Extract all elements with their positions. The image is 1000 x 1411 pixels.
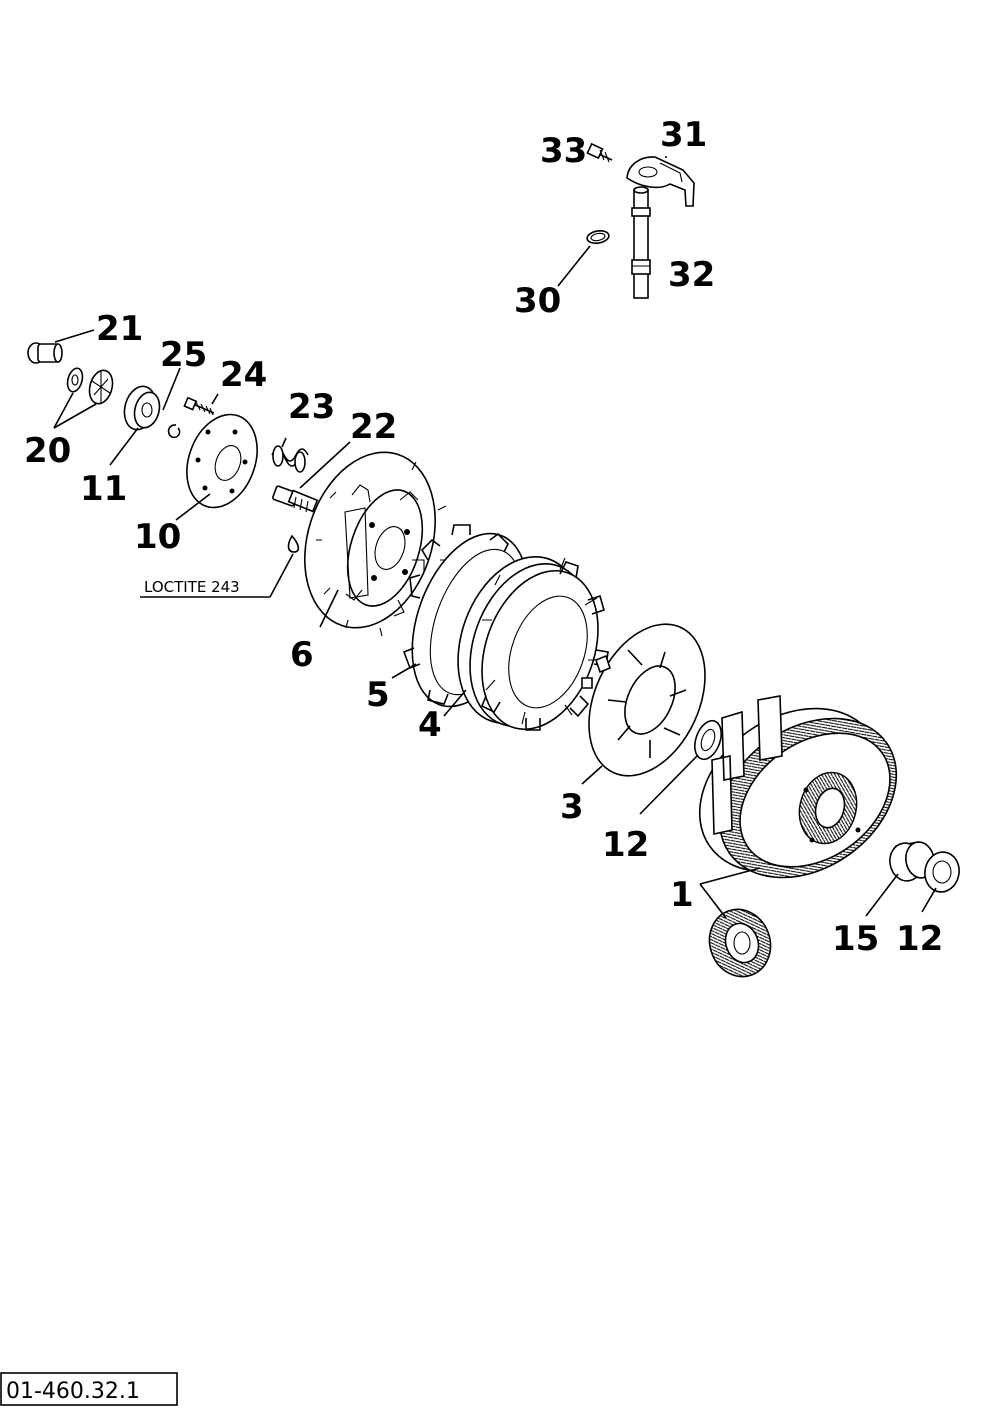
callout-22: 22 [350,407,397,447]
reference-code-box: 01-460.32.1 [0,1372,178,1406]
callout-33: 33 [540,131,587,171]
part-1-clutch-basket [698,695,898,879]
part-1-small-gear [708,908,772,978]
part-24-screw [183,396,215,416]
part-12-thrust-washer-a [694,719,722,761]
callout-15: 15 [832,919,879,959]
part-3-pressure-plate [581,623,706,777]
callout-4: 4 [418,705,442,745]
reference-code: 01-460.32.1 [6,1379,140,1404]
part-30-o-ring [586,229,610,245]
callout-12b: 12 [896,919,943,959]
part-25-circlip [167,424,181,439]
part-22-bolt [272,485,319,513]
part-31-release-lever [626,156,695,207]
part-12-thrust-washer-b [924,851,960,893]
leader-lines [53,156,937,919]
callout-1: 1 [670,875,694,915]
callout-12a: 12 [602,825,649,865]
callout-32: 32 [668,255,715,295]
callout-3: 3 [560,787,584,827]
callout-31: 31 [660,115,707,155]
part-4-clutch-pack [457,555,609,731]
callout-20: 20 [24,431,71,471]
callout-5: 5 [366,675,390,715]
callout-11: 11 [80,469,127,509]
callout-24: 24 [220,355,267,395]
part-11-pressure-cap [123,385,161,431]
callout-30: 30 [514,281,561,321]
part-20-washers [66,367,114,405]
part-32-release-shaft [631,186,651,299]
callout-25: 25 [160,335,207,375]
callout-10: 10 [134,517,181,557]
loctite-note: LOCTITE 243 [144,578,240,596]
part-21-bolt [27,342,63,364]
callout-23: 23 [288,387,335,427]
callout-6: 6 [290,635,314,675]
callout-labels: 33 31 32 30 21 25 24 23 22 20 11 10 LOCT… [24,115,943,959]
part-33-screw [586,142,613,163]
part-10-clutch-plate [186,413,258,509]
callout-21: 21 [96,309,143,349]
part-23-spring [271,445,309,473]
loctite-drop [287,534,300,553]
